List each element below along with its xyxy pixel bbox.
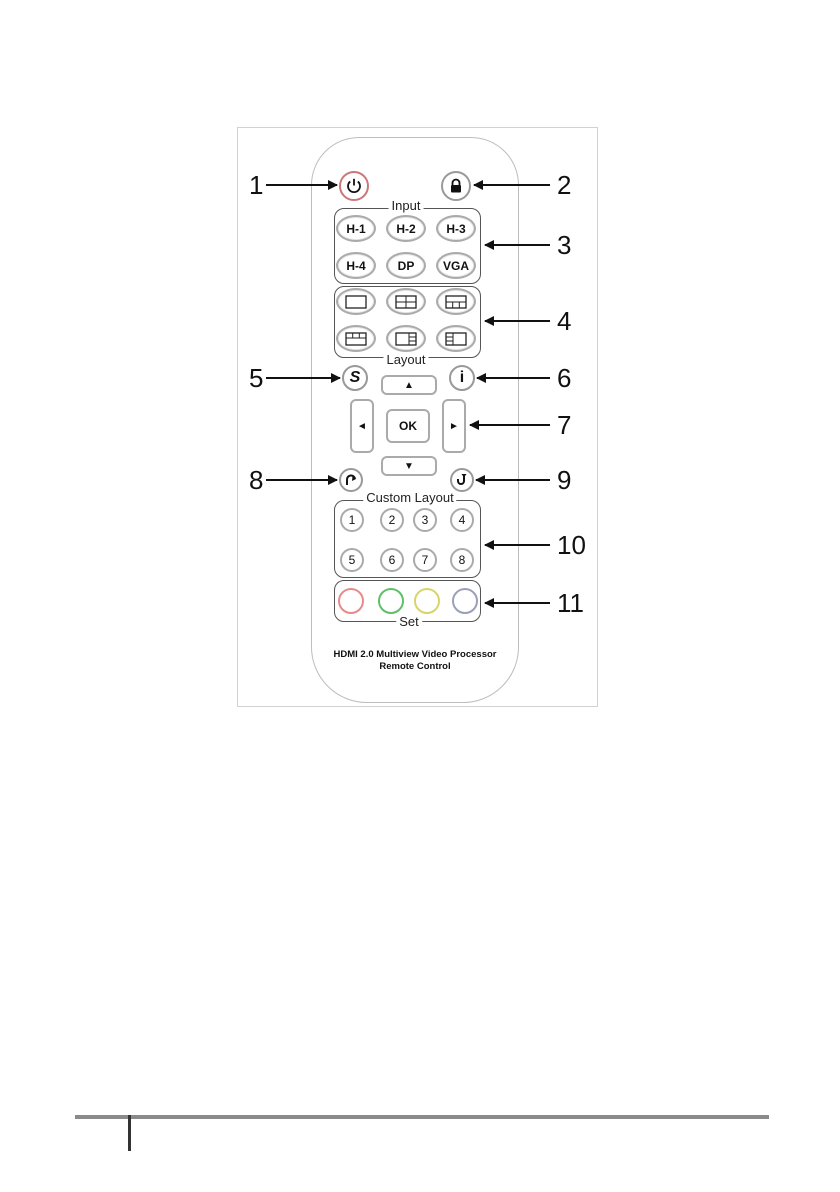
callout-number-7: 7 (557, 412, 571, 438)
footer-rule (75, 1115, 769, 1119)
callout-number-9: 9 (557, 467, 571, 493)
callout-number-10: 10 (557, 532, 586, 558)
callout-number-6: 6 (557, 365, 571, 391)
callout-number-1: 1 (249, 172, 263, 198)
callout-number-8: 8 (249, 467, 263, 493)
callout-number-11: 11 (557, 590, 584, 616)
footer-tick (128, 1115, 131, 1151)
callout-number-5: 5 (249, 365, 263, 391)
callout-number-3: 3 (557, 232, 571, 258)
callout-number-2: 2 (557, 172, 571, 198)
callout-number-4: 4 (557, 308, 571, 334)
